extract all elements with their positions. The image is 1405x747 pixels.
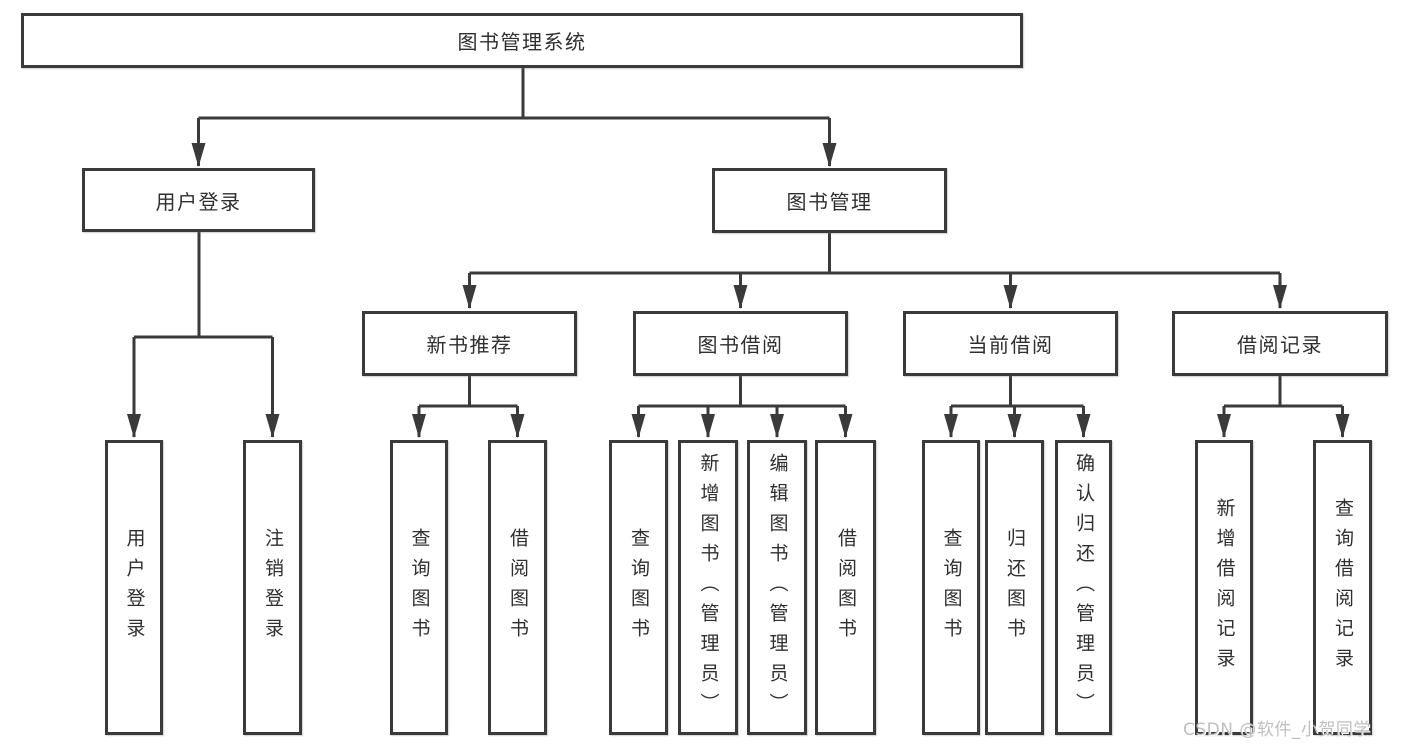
node-label: 查询图书	[408, 527, 431, 648]
node-user-login: 用户登录	[82, 168, 315, 232]
node-new-book-recommend: 新书推荐	[362, 311, 577, 376]
node-label: 新增借阅记录	[1213, 497, 1236, 678]
node-borrow-records: 借阅记录	[1172, 311, 1388, 376]
node-label: 确认归还（管理员）	[1073, 452, 1095, 723]
leaf-edit-books-admin: 编辑图书（管理员）	[747, 440, 807, 735]
node-label: 新书推荐	[426, 333, 513, 357]
node-label: 图书借阅	[697, 333, 784, 357]
leaf-return-books: 归还图书	[985, 440, 1044, 735]
node-label: 用户登录	[155, 189, 242, 214]
node-label: 借阅图书	[507, 527, 529, 648]
node-label: 编辑图书（管理员）	[766, 452, 789, 723]
leaf-logout: 注销登录	[243, 440, 302, 735]
leaf-add-books-admin: 新增图书（管理员）	[678, 440, 738, 735]
node-label: 查询借阅记录	[1332, 497, 1354, 678]
leaf-borrow-books-borrowing: 借阅图书	[815, 440, 876, 735]
leaf-query-borrow-record: 查询借阅记录	[1313, 440, 1372, 735]
leaf-user-login: 用户登录	[105, 440, 163, 735]
node-book-borrowing: 图书借阅	[633, 311, 848, 376]
node-current-borrowing: 当前借阅	[903, 311, 1118, 376]
node-label: 借阅图书	[835, 527, 857, 648]
leaf-query-books-current: 查询图书	[922, 440, 980, 735]
node-label: 新增图书（管理员）	[697, 452, 720, 723]
node-label: 图书管理系统	[457, 30, 587, 54]
node-label: 用户登录	[123, 527, 146, 648]
leaf-query-books-borrowing: 查询图书	[609, 440, 668, 735]
leaf-borrow-books-recommend: 借阅图书	[488, 440, 547, 735]
csdn-watermark: CSDN @软件_小贺同学	[1183, 720, 1371, 740]
node-label: 借阅记录	[1237, 333, 1323, 357]
leaf-query-books-recommend: 查询图书	[390, 440, 448, 735]
leaf-confirm-return-admin: 确认归还（管理员）	[1055, 440, 1112, 735]
node-label: 当前借阅	[967, 333, 1054, 357]
node-label: 查询图书	[628, 527, 650, 648]
node-label: 图书管理	[786, 190, 873, 214]
node-root-system: 图书管理系统	[21, 13, 1023, 68]
node-label: 归还图书	[1004, 527, 1026, 648]
leaf-add-borrow-record: 新增借阅记录	[1195, 440, 1253, 735]
node-label: 查询图书	[940, 527, 963, 648]
node-label: 注销登录	[262, 527, 284, 648]
node-book-management: 图书管理	[712, 168, 947, 233]
